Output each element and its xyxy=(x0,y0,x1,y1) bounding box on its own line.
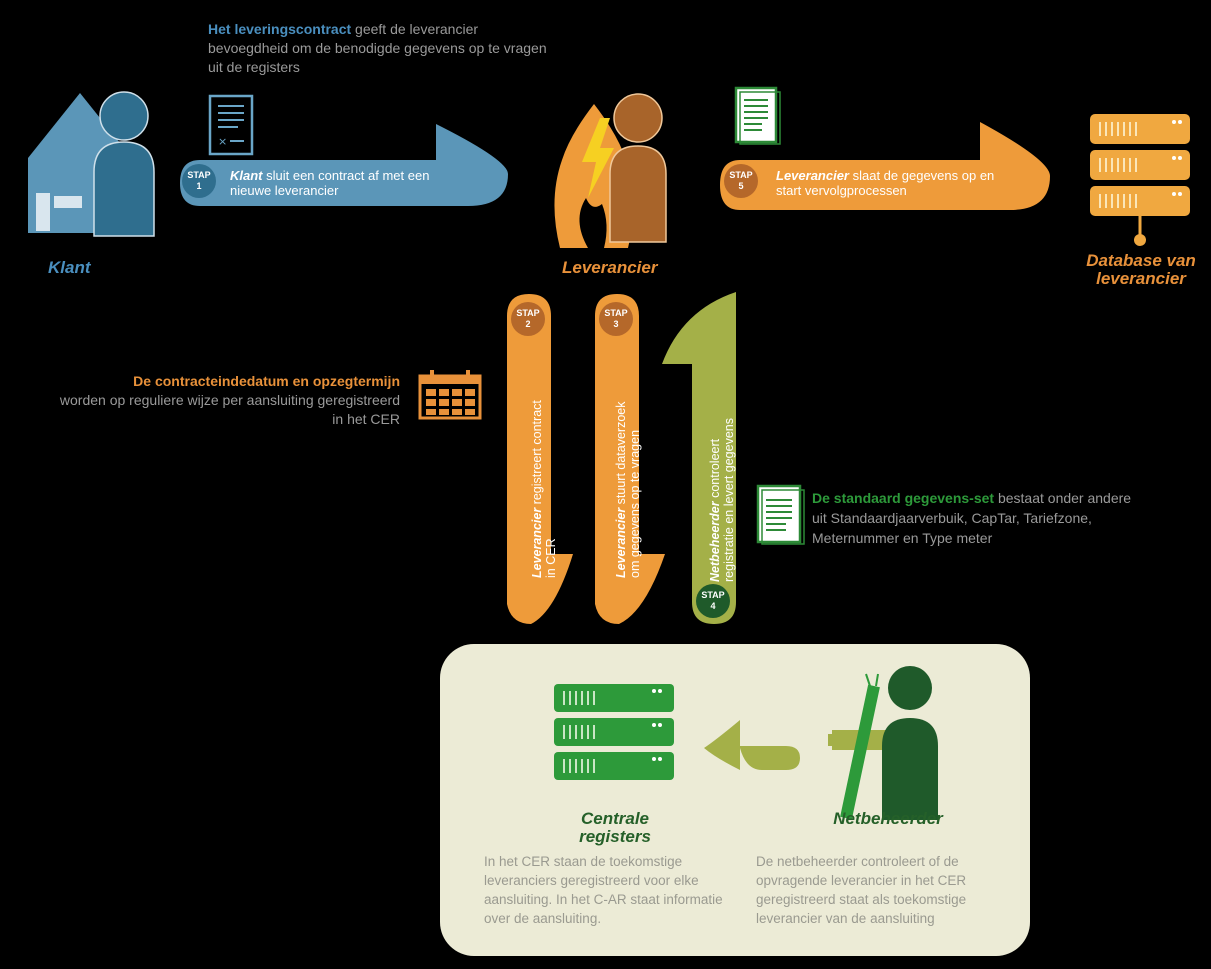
contract-note-text: geeft de leverancier bevoegdheid om de b… xyxy=(208,21,547,75)
contract-document-icon: × xyxy=(208,94,254,156)
stap3-badge-text: STAP 3 xyxy=(604,308,628,329)
contract-end-text: worden op reguliere wijze per aansluitin… xyxy=(59,392,400,427)
step5-arrow xyxy=(720,122,1050,210)
contract-end-highlight: De contracteindedatum en opzegtermijn xyxy=(133,373,400,389)
step1-arrow xyxy=(180,124,508,206)
central-registers-text: In het CER staan de toekomstige leveranc… xyxy=(484,854,723,926)
step4-arrow xyxy=(662,292,736,624)
stap2-badge-text: STAP 2 xyxy=(516,308,540,329)
left-arrow-icon xyxy=(704,720,800,770)
person-icon xyxy=(882,666,938,820)
stap2-bold: Leverancier xyxy=(530,507,544,578)
database-icon xyxy=(1090,114,1190,246)
stap5-rest: slaat de gegevens op en start vervolgpro… xyxy=(776,168,995,198)
stap5-bold: Leverancier xyxy=(776,168,849,183)
lightning-icon xyxy=(582,118,614,198)
stap1-text: Klant sluit een contract af met een nieu… xyxy=(230,168,430,198)
stap3-bold: Leverancier xyxy=(614,507,628,578)
stap2-badge: STAP 2 xyxy=(511,302,545,336)
dataset-note: De standaard gegevens-set bestaat onder … xyxy=(812,488,1142,548)
stap2-text: Leverancier registreert contract in CER xyxy=(516,348,558,578)
person-icon xyxy=(609,93,667,243)
svg-text:×: × xyxy=(218,135,227,148)
calendar-icon xyxy=(418,370,482,420)
person-icon xyxy=(93,91,155,237)
stap3-text: Leverancier stuurt dataverzoek om gegeve… xyxy=(600,348,642,579)
dataset-note-highlight: De standaard gegevens-set xyxy=(812,490,995,506)
stap4-badge-text: STAP 4 xyxy=(701,590,725,611)
stap4-badge: STAP 4 xyxy=(696,584,730,618)
contract-note-highlight: Het leveringscontract xyxy=(208,21,352,37)
server-icon xyxy=(554,684,674,780)
stap1-bold: Klant xyxy=(230,168,263,183)
central-registers-title: Centrale registers xyxy=(579,809,651,846)
step2-arrow xyxy=(507,294,573,624)
stap3-badge: STAP 3 xyxy=(599,302,633,336)
stap5-text: Leverancier slaat de gegevens op en star… xyxy=(776,168,996,198)
stap5-badge: STAP 5 xyxy=(724,164,758,198)
stap1-badge-text: STAP 1 xyxy=(187,170,211,191)
document-icon xyxy=(756,484,805,545)
leverancier-label: Leverancier xyxy=(562,258,658,277)
stap4-text: Netbeheerder controleert registratie en … xyxy=(694,370,736,582)
stap1-badge: STAP 1 xyxy=(182,164,216,198)
cable-icon xyxy=(828,673,892,820)
stap4-bold: Netbeheerder xyxy=(708,501,722,582)
document-icon xyxy=(734,86,781,145)
netbeheerder-text: De netbeheerder controleert of de opvrag… xyxy=(756,854,967,926)
stap1-rest: sluit een contract af met een nieuwe lev… xyxy=(230,168,430,198)
step3-arrow xyxy=(595,294,665,624)
netbeheerder-title: Netbeheerder xyxy=(833,809,943,828)
contract-end-note: De contracteindedatum en opzegtermijn wo… xyxy=(52,372,400,429)
stap5-badge-text: STAP 5 xyxy=(729,170,753,191)
dataset-note-text: bestaat onder andere uit Standaardjaarve… xyxy=(812,490,1132,546)
klant-label: Klant xyxy=(48,258,91,277)
database-label: Database van leverancier xyxy=(1086,251,1196,288)
contract-note: Het leveringscontract geeft de leveranci… xyxy=(208,20,548,77)
